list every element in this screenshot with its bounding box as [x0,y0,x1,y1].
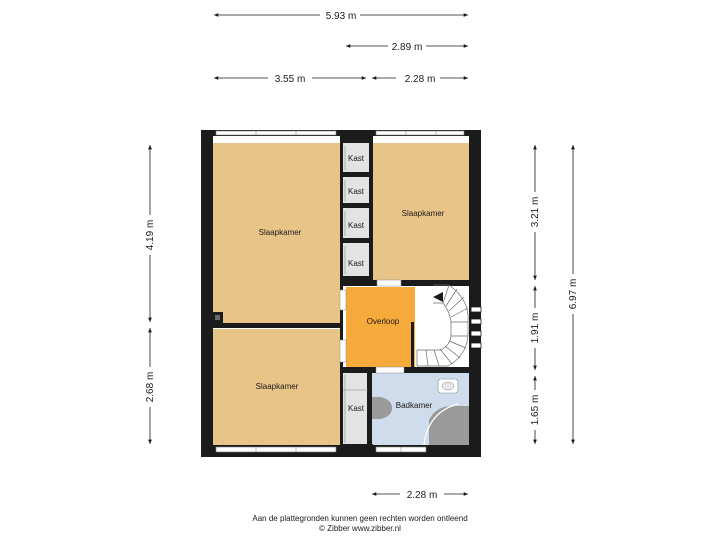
dim-label-right-lower: 1.65 m [530,395,541,426]
footer-credit: © Zibber www.zibber.nl [319,524,401,533]
dim-label-left-lower: 2.68 m [145,372,156,403]
closet-column-floor [342,143,370,278]
door-badkamer [375,366,405,374]
room-label-slaapkamer-1: Slaapkamer [259,228,302,237]
room-label-kast-1: Kast [348,154,365,163]
staircase [416,284,469,367]
dim-label-top-right: 2.89 m [392,42,423,53]
window-mullions [255,131,437,452]
dimension-label-backgrounds [143,8,580,501]
door-slaapkamer-2 [339,339,347,363]
stair-railing [470,306,482,349]
room-slaapkamer-1-floor [213,143,341,323]
toilet [372,397,392,419]
wall-above-landing [341,280,471,286]
room-label-kast-2: Kast [348,187,365,196]
shower-tray [429,406,469,445]
wall-stair-partition [411,322,414,368]
wall-left [201,130,213,457]
bathroom-fixtures [372,378,469,446]
door-openings [339,279,405,374]
window-top-left [215,130,337,136]
wall-bottom-pillar [340,444,373,457]
room-label-overloop: Overloop [367,317,400,326]
wall-bedroom-divider [213,323,341,328]
room-label-badkamer: Badkamer [396,401,433,410]
room-label-kast-4: Kast [348,259,365,268]
wall-top-pillar [340,130,373,143]
dim-label-right-total: 6.97 m [568,279,579,310]
room-label-kast-5: Kast [348,404,365,413]
dim-label-top-total: 5.93 m [326,11,357,22]
dimension-labels: 5.93 m 2.89 m 3.55 m 2.28 m 4.19 m 2.68 … [145,11,579,501]
stair-direction-arrow [433,292,443,302]
closet-dividers [343,172,369,280]
door-slaapkamer-3 [376,279,402,287]
dim-label-left-upper: 4.19 m [145,220,156,251]
wall-bath-left [367,370,372,446]
room-labels: Slaapkamer Slaapkamer Slaapkamer Overloo… [256,154,445,413]
door-slaapkamer-1 [339,289,347,311]
dim-label-top-left-segment: 3.55 m [275,74,306,85]
room-fills [213,143,471,445]
closet-bottom-floor [342,373,368,445]
dim-label-right-middle: 1.91 m [530,313,541,344]
dim-label-right-upper: 3.21 m [530,197,541,228]
wall-below-landing [341,367,473,373]
room-slaapkamer-2-floor [213,329,341,445]
wall-right [469,130,481,457]
room-label-slaapkamer-3: Slaapkamer [402,209,445,218]
dim-label-top-right-segment: 2.28 m [405,74,436,85]
closet-fronts [343,146,368,443]
window-bottom-left [215,446,337,453]
shower-screen [423,403,459,446]
room-label-kast-3: Kast [348,221,365,230]
footer-disclaimer: Aan de plattegronden kunnen geen rechten… [252,514,468,523]
room-label-slaapkamer-2: Slaapkamer [256,382,299,391]
room-slaapkamer-3-floor [373,143,469,280]
window-top-right [375,130,465,136]
sink-basin [441,381,455,391]
duct-grille [215,315,220,320]
dim-label-bottom: 2.28 m [407,490,438,501]
wall-closet-right [369,143,373,281]
